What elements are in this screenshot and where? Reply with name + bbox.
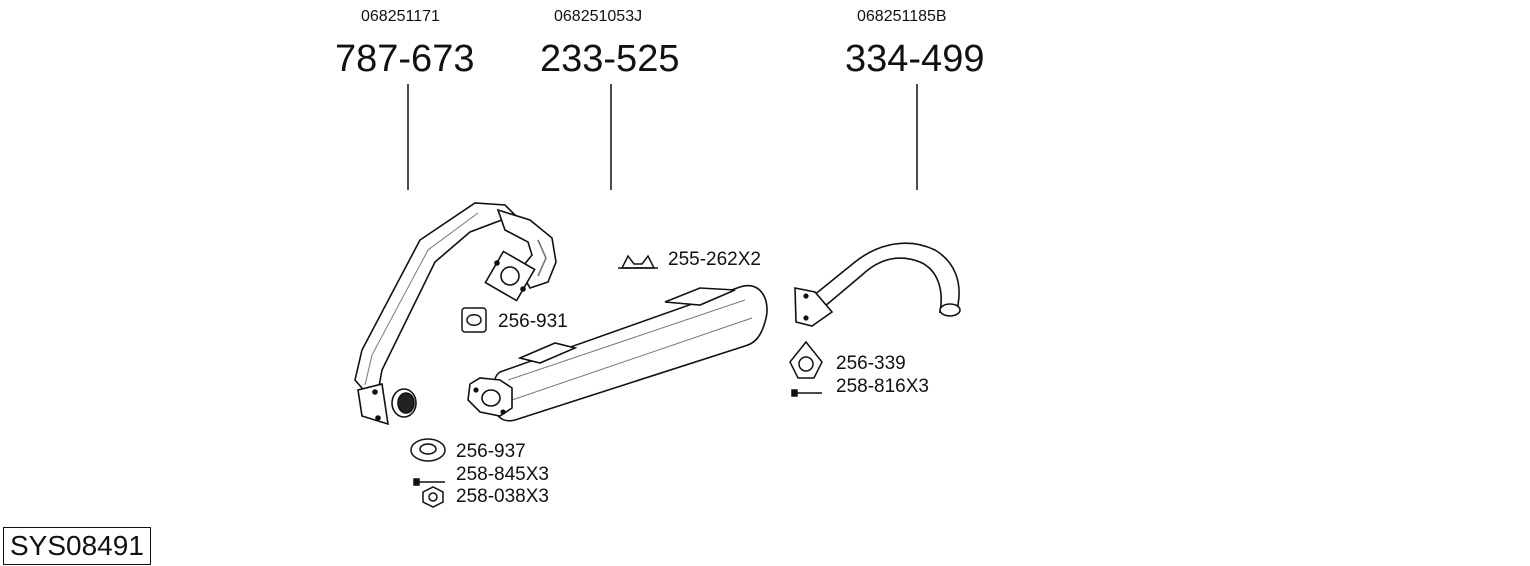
accessory-label-255-262[interactable]: 255-262X2 bbox=[668, 249, 761, 270]
accessory-label-258-845[interactable]: 258-845X3 bbox=[456, 464, 549, 485]
muffler-drawing bbox=[467, 284, 768, 422]
bolt-icon-right bbox=[791, 389, 822, 397]
oem-number-muffler: 068251053J bbox=[554, 8, 643, 25]
accessory-label-258-038[interactable]: 258-038X3 bbox=[456, 486, 549, 507]
gasket-triangle-icon bbox=[789, 340, 823, 379]
accessory-label-256-339[interactable]: 256-339 bbox=[836, 353, 906, 374]
part-number-tail-pipe[interactable]: 334-499 bbox=[845, 38, 985, 80]
ring-gasket-icon bbox=[410, 438, 446, 462]
rubber-hanger-icon bbox=[618, 254, 658, 269]
tail-pipe-drawing bbox=[794, 242, 961, 327]
accessory-label-256-937[interactable]: 256-937 bbox=[456, 441, 526, 462]
oem-number-front-pipe: 068251171 bbox=[361, 8, 440, 25]
front-pipe-drawing bbox=[354, 202, 557, 426]
gasket-square-icon bbox=[461, 307, 487, 333]
nut-icon bbox=[422, 486, 444, 508]
part-number-front-pipe[interactable]: 787-673 bbox=[335, 38, 475, 80]
system-code-box: SYS08491 bbox=[3, 527, 151, 565]
oem-number-tail-pipe: 068251185B bbox=[857, 8, 947, 25]
accessory-label-256-931[interactable]: 256-931 bbox=[498, 311, 568, 332]
part-number-muffler[interactable]: 233-525 bbox=[540, 38, 680, 80]
accessory-label-258-816[interactable]: 258-816X3 bbox=[836, 376, 929, 397]
bolt-icon-left bbox=[413, 478, 445, 486]
